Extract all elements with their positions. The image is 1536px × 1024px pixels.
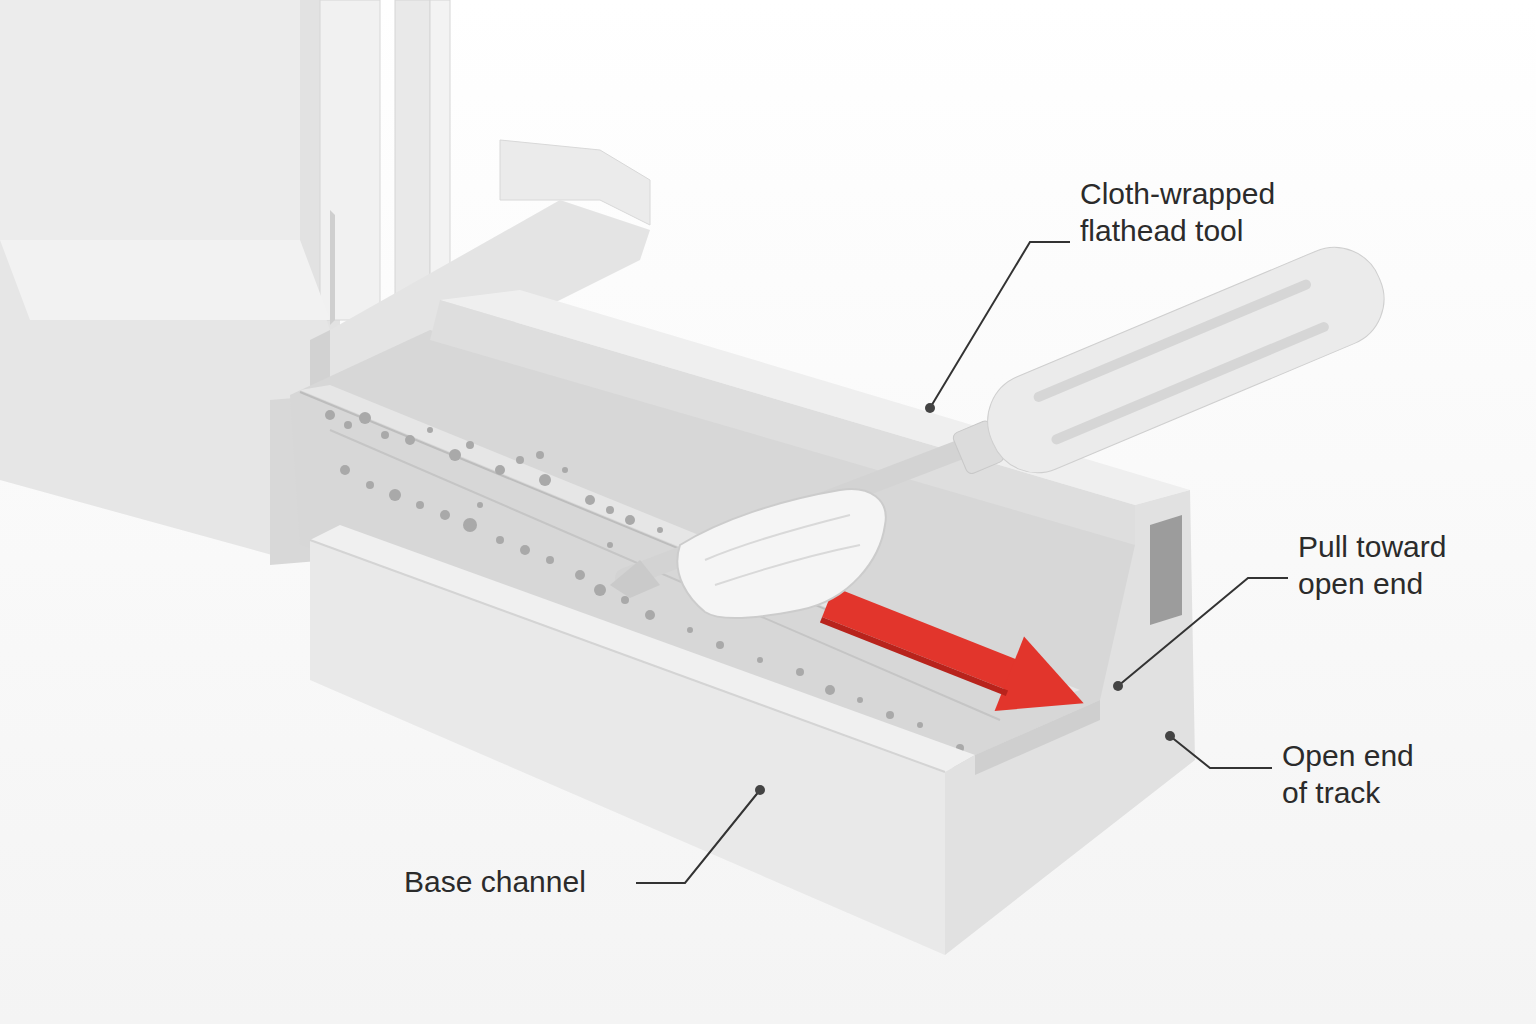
- direction-arrow: [813, 565, 1098, 741]
- cloth-wrap: [677, 489, 885, 618]
- callout-label: Open end of track: [1282, 737, 1432, 811]
- leader-dots: [755, 403, 1175, 795]
- callout-label: Base channel: [404, 863, 586, 900]
- front-wall: [310, 525, 975, 955]
- leader-lines: [636, 242, 1288, 883]
- callout-label: Pull toward open end: [1298, 528, 1483, 602]
- callout-label: Cloth-wrapped flathead tool: [1080, 175, 1330, 249]
- track-end-face: [945, 490, 1195, 955]
- flathead-tool: [610, 233, 1399, 618]
